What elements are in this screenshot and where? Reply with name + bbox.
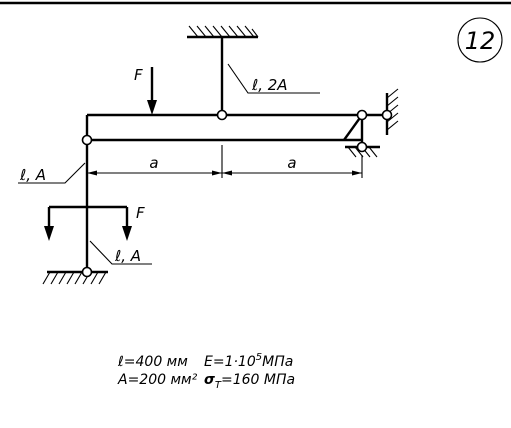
given-area: A=200 мм² [117, 372, 198, 388]
top-rod-label: ℓ, 2A [251, 76, 288, 94]
left-rod-label: ℓ, A [19, 166, 46, 184]
pin-bottom-left [81, 266, 93, 278]
left-rod-leader [18, 162, 86, 184]
force-left-arrow-1 [44, 207, 54, 241]
given-length: ℓ=400 мм [117, 354, 188, 370]
problem-number-circle [457, 17, 503, 63]
dimension-right-label: a [287, 154, 296, 172]
force-left-arrow-2 [122, 207, 132, 241]
bottom-rod-label: ℓ, A [114, 247, 141, 265]
dimension-a-a [86, 142, 363, 178]
dimension-left-label: a [149, 154, 158, 172]
pin-beam-right [356, 109, 368, 121]
given-yield-stress: σT=160 МПа [204, 372, 295, 391]
right-wall-hatch [386, 88, 399, 131]
bottom-left-support [42, 270, 108, 285]
problem-number: 12 [465, 27, 496, 55]
force-top-arrow [147, 67, 157, 115]
bottom-rod-leader [89, 240, 152, 265]
pin-beam-left-rod [81, 134, 93, 146]
pin-bottom-right [356, 141, 368, 153]
pin-right-wall [381, 109, 393, 121]
bottom-left-hatch [42, 271, 107, 285]
given-data: ℓ=400 мм A=200 мм² E=1·105МПа σT=160 МПа [117, 352, 295, 391]
pin-top-rod-beam [216, 109, 228, 121]
given-modulus: E=1·105МПа [204, 352, 293, 370]
top-wall-hatch [188, 25, 259, 38]
bottom-right-hatch [347, 146, 378, 158]
top-wall-support [187, 25, 259, 39]
problem-number-badge: 12 [457, 17, 503, 63]
top-rod-leader [227, 63, 320, 94]
force-top-label: F [134, 66, 143, 84]
force-left-label: F [136, 204, 145, 222]
